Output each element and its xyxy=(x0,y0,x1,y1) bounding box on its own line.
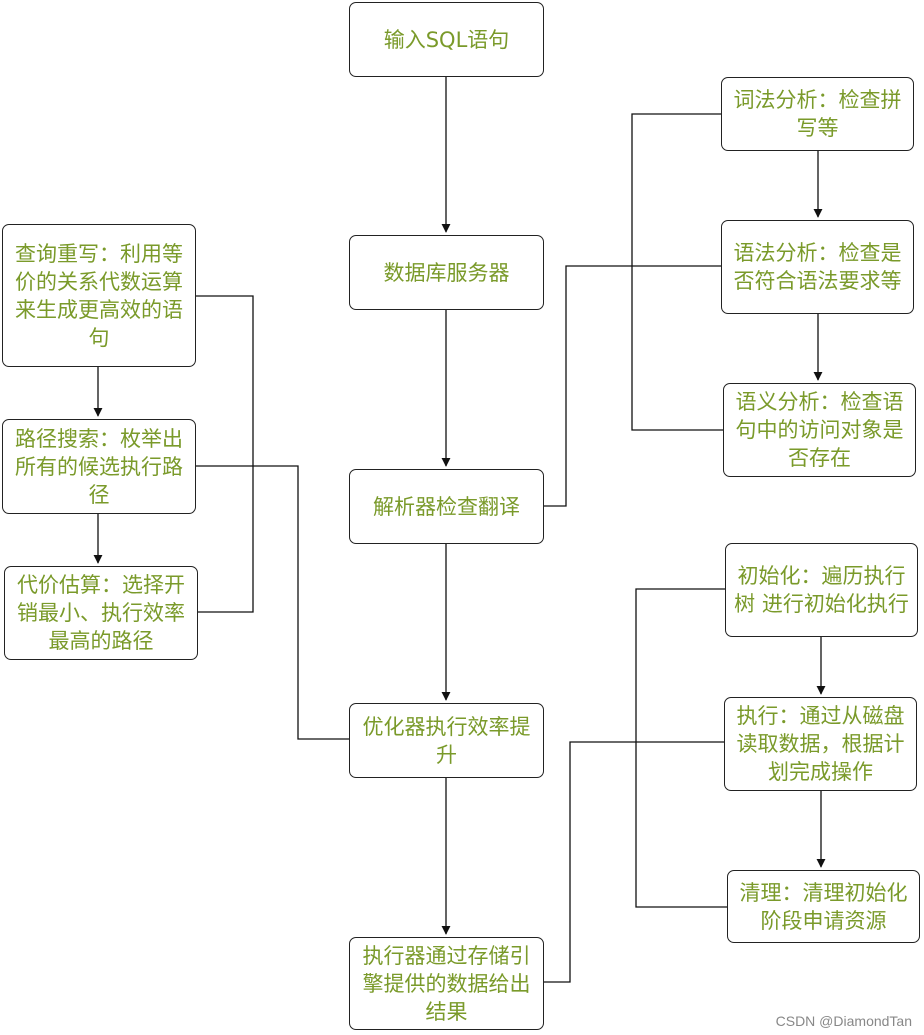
node-lexical-text: 词法分析：检查拼写等 xyxy=(733,88,902,140)
bracket-init-cleanup xyxy=(635,588,727,908)
node-executor-text: 执行器通过存储引擎提供的数据给出结果 xyxy=(362,943,531,1024)
link-parser-to-syntax xyxy=(544,265,721,507)
node-parser-text: 解析器检查翻译 xyxy=(373,494,520,519)
node-db-server: 数据库服务器 xyxy=(349,235,544,310)
node-cleanup-text: 清理：清理初始化阶段申请资源 xyxy=(739,880,908,933)
node-rewrite-text: 查询重写：利用等价的关系代数运算来生成更高效的语句 xyxy=(15,241,183,350)
watermark: CSDN @DiamondTan xyxy=(775,1013,912,1029)
bracket-lexical-semantic xyxy=(631,113,723,431)
node-input-sql-text: 输入SQL语句 xyxy=(383,27,510,52)
node-executor: 执行器通过存储引擎提供的数据给出结果 xyxy=(349,937,544,1030)
node-syntax: 语法分析：检查是否符合语法要求等 xyxy=(721,220,914,314)
link-path-to-optimizer xyxy=(196,465,349,740)
node-semantic-text: 语义分析：检查语句中的访问对象是否存在 xyxy=(735,390,904,470)
node-init: 初始化：遍历执行树 进行初始化执行 xyxy=(725,543,918,637)
node-path-search-text: 路径搜索：枚举出所有的候选执行路径 xyxy=(15,426,183,507)
node-optimizer: 优化器执行效率提升 xyxy=(349,703,544,778)
node-cost-estimate: 代价估算：选择开销最小、执行效率最高的路径 xyxy=(4,566,198,660)
node-execute: 执行：通过从磁盘读取数据，根据计划完成操作 xyxy=(724,697,917,791)
link-executor-to-execute xyxy=(544,741,724,983)
node-input-sql: 输入SQL语句 xyxy=(349,2,544,77)
node-semantic: 语义分析：检查语句中的访问对象是否存在 xyxy=(723,383,916,477)
node-cost-estimate-text: 代价估算：选择开销最小、执行效率最高的路径 xyxy=(17,573,185,653)
node-lexical: 词法分析：检查拼写等 xyxy=(721,77,914,151)
node-cleanup: 清理：清理初始化阶段申请资源 xyxy=(727,870,920,943)
node-rewrite: 查询重写：利用等价的关系代数运算来生成更高效的语句 xyxy=(2,224,196,367)
node-syntax-text: 语法分析：检查是否符合语法要求等 xyxy=(733,241,902,293)
node-execute-text: 执行：通过从磁盘读取数据，根据计划完成操作 xyxy=(736,704,905,784)
node-db-server-text: 数据库服务器 xyxy=(383,260,510,285)
node-init-text: 初始化：遍历执行树 进行初始化执行 xyxy=(734,564,909,616)
node-parser: 解析器检查翻译 xyxy=(349,469,544,544)
node-path-search: 路径搜索：枚举出所有的候选执行路径 xyxy=(2,419,196,514)
bracket-rewrite-cost xyxy=(196,295,254,613)
node-optimizer-text: 优化器执行效率提升 xyxy=(362,714,531,767)
